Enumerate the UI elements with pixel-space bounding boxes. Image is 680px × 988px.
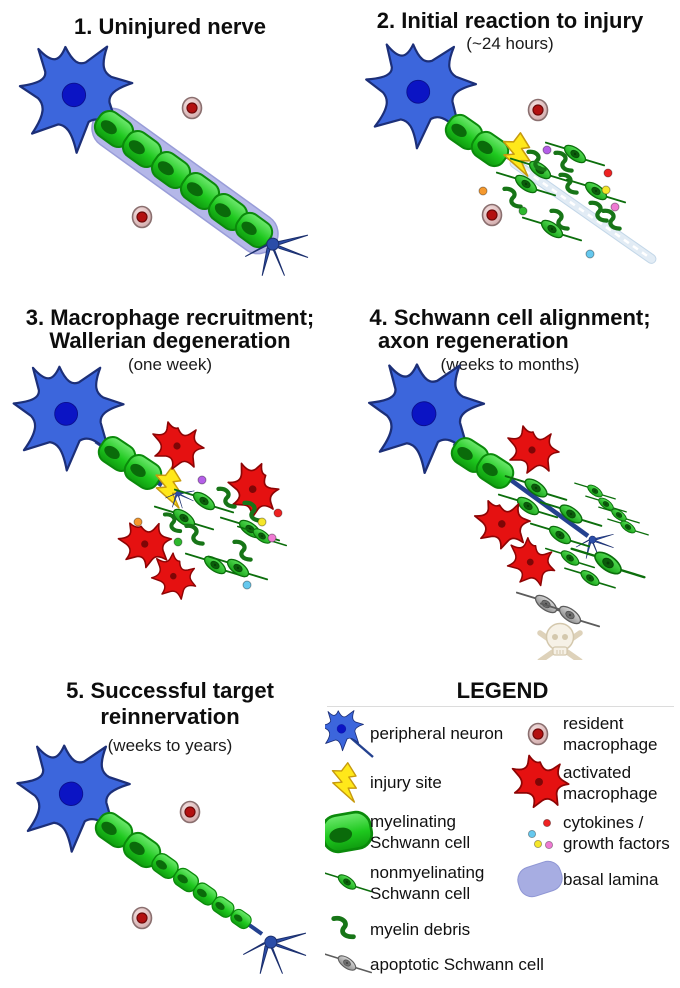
myelinating-schwann-cells: [440, 109, 514, 172]
legend-label-injury-site: injury site: [370, 773, 442, 792]
activated-macrophages: [114, 421, 292, 605]
injury-site-icon: [327, 760, 361, 803]
peripheral-neuron-icon: [325, 706, 374, 758]
panel-3-title: 3. Macrophage recruitment;: [25, 305, 315, 330]
basal-lamina-icon: [517, 860, 563, 898]
panel-5-title-line2: reinnervation: [100, 704, 240, 729]
panel-4-illustration: [364, 354, 649, 661]
legend-icons: [325, 706, 570, 984]
legend-label-nonmyelinating: nonmyelinating Schwann cell: [370, 863, 485, 903]
panel-2-title: 2. Initial reaction to injury: [376, 8, 644, 33]
panel-uninjured-nerve: 1. Uninjured nerve: [0, 0, 340, 295]
panel-1-illustration: [14, 35, 313, 284]
legend-label-peripheral-neuron: peripheral neuron: [370, 724, 504, 743]
axon-terminal: [239, 922, 311, 982]
nonmyelinating-schwann-cell-icon: [325, 861, 373, 903]
resident-macrophage-icon: [527, 722, 549, 746]
panel-5-illustration: [12, 736, 311, 982]
skull-and-crossbones: [540, 624, 580, 661]
panel-3-subtitle: (one week): [127, 355, 213, 374]
legend-label-activated-macrophage: activated macrophage: [563, 763, 658, 803]
myelinating-schwann-cells: [90, 807, 255, 932]
cytokines-growth-factors-icon: [527, 818, 554, 850]
panel-5-subtitle: (weeks to years): [107, 736, 233, 755]
legend-label-cytokines: cytokines / growth factors: [563, 813, 670, 853]
apoptotic-schwann-cell-icon: [325, 942, 373, 984]
panel-initial-reaction: 2. Initial reaction to injury (~24 hours…: [340, 0, 680, 295]
panel-schwann-alignment: 4. Schwann cell alignment; axon regenera…: [340, 295, 680, 660]
panel-4-subtitle: (weeks to months): [440, 355, 580, 374]
panel-4-title-line2: axon regeneration: [378, 328, 569, 353]
panel-macrophage-recruitment: 3. Macrophage recruitment; Wallerian deg…: [0, 295, 340, 660]
activated-macrophage-icon: [511, 754, 570, 809]
legend-label-myelinating: myelinating Schwann cell: [370, 812, 471, 852]
legend-label-apoptotic: apoptotic Schwann cell: [370, 955, 544, 974]
panel-4-title: 4. Schwann cell alignment;: [369, 305, 651, 330]
panel-3-title-line2: Wallerian degeneration: [49, 328, 291, 353]
panel-target-reinnervation: 5. Successful target reinnervation (week…: [0, 660, 340, 988]
myelinating-schwann-cells: [89, 105, 278, 253]
empty-basal-lamina-tube: [509, 158, 657, 264]
panel-3-illustration: [9, 357, 292, 605]
panel-2-subtitle: (~24 hours): [466, 34, 554, 53]
regenerating-axon: [506, 476, 590, 538]
legend: LEGEND peripheral neuron: [325, 660, 680, 988]
panel-5-title: 5. Successful target: [66, 678, 274, 703]
panel-1-title: 1. Uninjured nerve: [74, 14, 266, 39]
legend-label-resident-macrophage: resident macrophage: [563, 714, 658, 754]
myelinating-schwann-cell-icon: [325, 808, 376, 856]
myelin-debris-icon: [330, 917, 357, 937]
myelinating-schwann-cells: [446, 432, 519, 494]
legend-label-myelin-debris: myelin debris: [370, 920, 471, 939]
legend-title: LEGEND: [456, 678, 549, 703]
panel-2-illustration: [362, 37, 657, 264]
myelinating-schwann-cells: [93, 431, 167, 495]
legend-label-basal-lamina: basal lamina: [563, 870, 659, 889]
legend-divider: [327, 706, 674, 707]
